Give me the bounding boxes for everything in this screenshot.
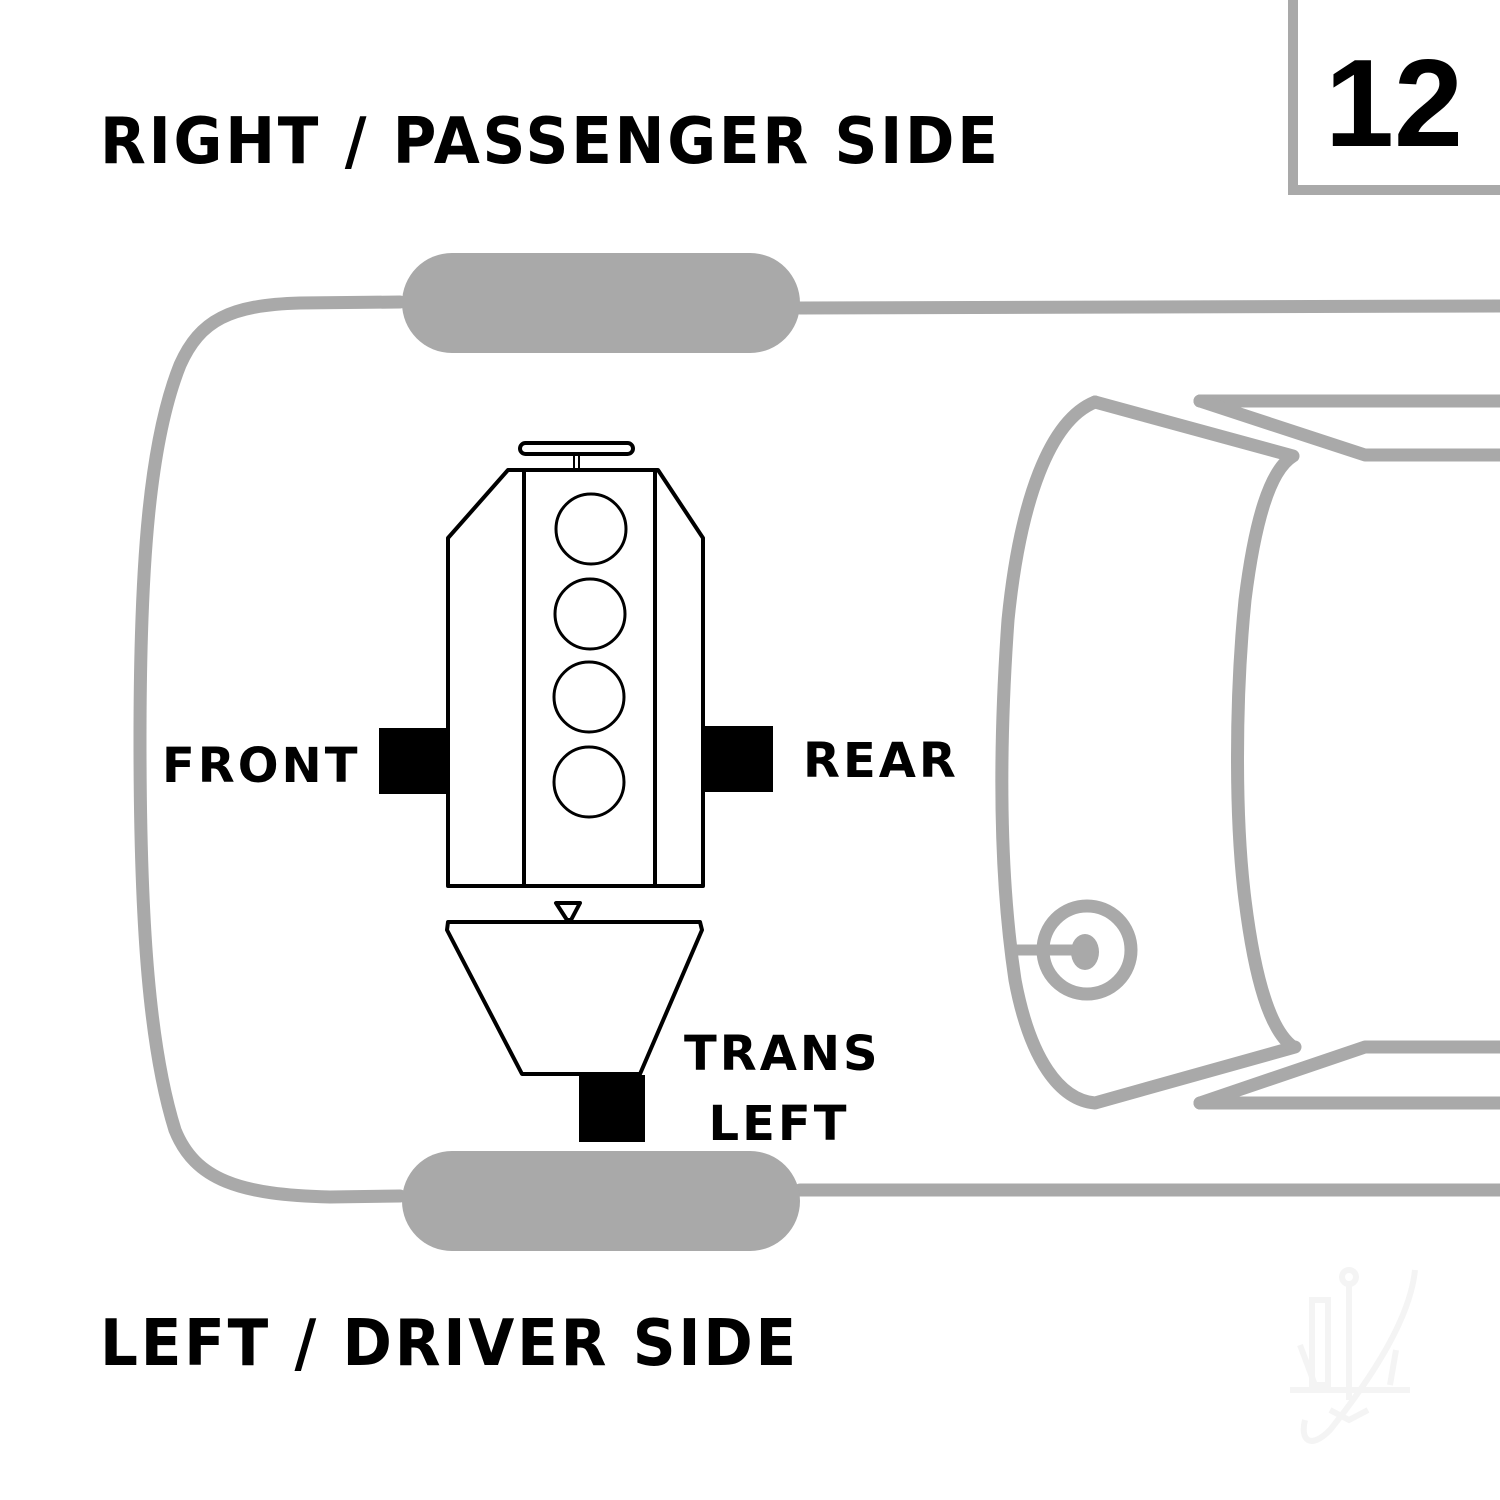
cylinders [552,492,628,819]
wheel-front-right [402,253,800,353]
diagram-number-box [1288,0,1500,195]
diagram-number: 12 [1325,35,1463,173]
rear-mount[interactable] [705,726,773,792]
wheel-front-left [402,1151,800,1251]
trans-left-mount-label: TRANS LEFT [684,1020,881,1159]
passenger-side-label: RIGHT / PASSENGER SIDE [100,105,1001,179]
car-body-outline [133,295,1500,1204]
driver-side-label: LEFT / DRIVER SIDE [100,1307,799,1381]
anchor-logo-icon [1290,1267,1418,1444]
engine-icon [446,441,705,888]
trans-label-line2: LEFT [708,1095,850,1152]
steering-wheel-icon [1012,899,1138,1001]
front-mount[interactable] [379,728,446,794]
trans-left-mount[interactable] [579,1075,645,1142]
trans-label-line1: TRANS [684,1026,881,1082]
front-mount-label: FRONT [162,738,361,794]
rear-mount-label: REAR [803,733,959,789]
transmission-icon [445,901,704,1076]
